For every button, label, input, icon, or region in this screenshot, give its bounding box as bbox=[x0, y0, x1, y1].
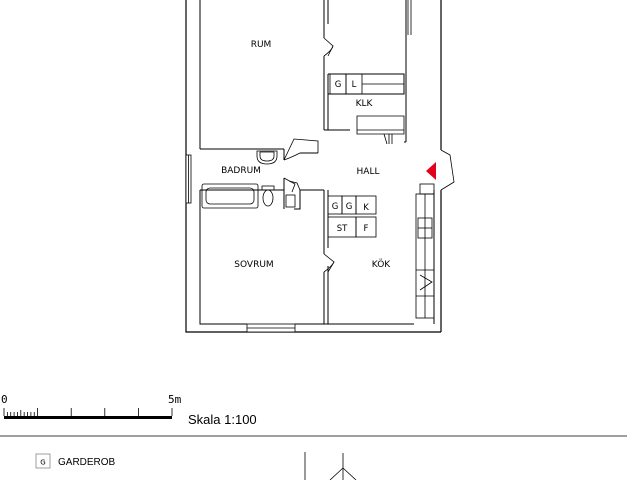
room-label-badrum: BADRUM bbox=[221, 166, 261, 176]
window-top-right bbox=[407, 0, 412, 35]
legend-symbol-box bbox=[35, 453, 51, 469]
sink-icon bbox=[256, 150, 278, 165]
scale-label: Skala 1:100 bbox=[188, 412, 257, 427]
room-label-kok: KÖK bbox=[372, 259, 391, 270]
hall-fixture-g2: G bbox=[346, 202, 353, 212]
bathtub bbox=[201, 183, 259, 209]
klk-fixture-l: L bbox=[352, 80, 357, 90]
hall-storage bbox=[327, 195, 377, 238]
room-label-klk: KLK bbox=[356, 99, 374, 109]
room-label-hall: HALL bbox=[357, 167, 380, 177]
scale-start-label: 0 bbox=[1, 393, 8, 406]
hall-fixture-g1: G bbox=[332, 202, 339, 212]
scale-bar bbox=[3, 408, 173, 419]
hall-fixture-st: ST bbox=[337, 224, 348, 234]
north-arrow-icon bbox=[304, 452, 357, 480]
door-swings bbox=[283, 37, 335, 273]
window-sovrum bbox=[246, 323, 296, 333]
legend-symbol: G bbox=[40, 459, 45, 467]
scale-end-label: 5m bbox=[168, 393, 182, 406]
hall-fixture-k: K bbox=[363, 203, 369, 213]
bathroom-cabinet bbox=[285, 194, 296, 208]
entrance-arrow-icon bbox=[426, 162, 436, 180]
room-label-sovrum: SOVRUM bbox=[234, 260, 273, 270]
klk-wardrobe bbox=[329, 73, 404, 95]
interior-walls bbox=[200, 0, 406, 324]
window-badrum bbox=[185, 154, 192, 204]
toilet-icon bbox=[261, 185, 275, 207]
room-label-rum: RUM bbox=[251, 40, 272, 50]
klk-fixture-g: G bbox=[335, 80, 342, 90]
legend-text: GARDEROB bbox=[58, 457, 116, 468]
kitchen-counter bbox=[415, 183, 435, 319]
hall-fixture-f: F bbox=[364, 224, 369, 234]
klk-bed bbox=[356, 115, 405, 145]
